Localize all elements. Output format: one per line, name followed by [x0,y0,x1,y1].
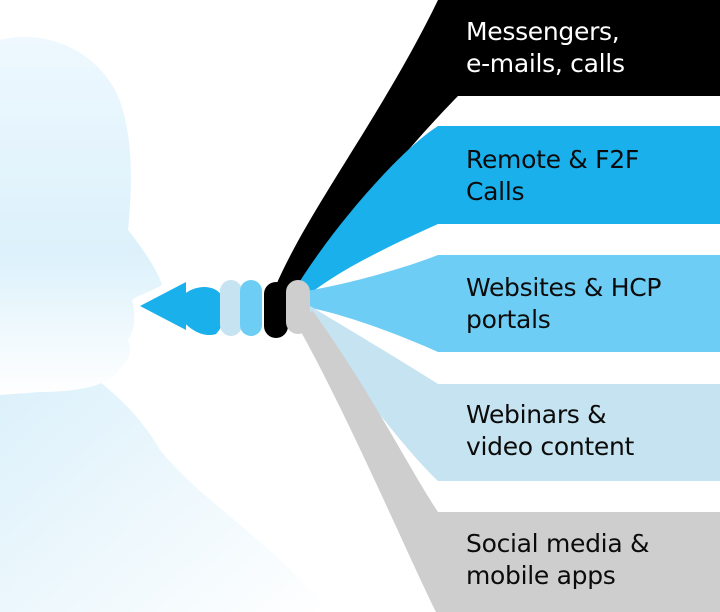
arrow-band-skyblue [240,280,262,336]
ribbon-webinars [300,300,720,481]
label-webinars-line-2: video content [466,432,635,461]
arrow-band-gray [286,280,310,334]
channel-ribbons [270,0,720,612]
head-silhouette [0,37,330,612]
label-social-line-1: Social media & [466,529,650,558]
label-remote-calls-line-2: Calls [466,177,525,206]
label-social: Social media & mobile apps [466,528,716,592]
label-messengers-line-1: Messengers, [466,17,620,46]
shoulders-shape [0,330,330,612]
label-remote-calls: Remote & F2F Calls [466,144,716,208]
arrow-band-blue-1 [182,287,224,336]
arrow-band-lightblue [220,280,242,336]
label-websites-line-2: portals [466,305,551,334]
label-social-line-2: mobile apps [466,561,616,590]
label-webinars-line-1: Webinars & [466,400,607,429]
label-messengers-line-2: e-mails, calls [466,49,625,78]
arrow-head [140,282,186,330]
label-messengers: Messengers, e-mails, calls [466,16,716,80]
label-remote-calls-line-1: Remote & F2F [466,145,639,174]
ribbon-messengers [270,0,720,300]
arrow-bundle [140,280,310,338]
ribbon-websites [300,255,720,352]
label-webinars: Webinars & video content [466,399,716,463]
ribbon-social [300,310,720,612]
ribbon-remote-calls [292,126,720,302]
head-shape [0,37,162,395]
arrow-band-black [264,282,288,338]
label-websites: Websites & HCP portals [466,272,716,336]
label-websites-line-1: Websites & HCP [466,273,662,302]
